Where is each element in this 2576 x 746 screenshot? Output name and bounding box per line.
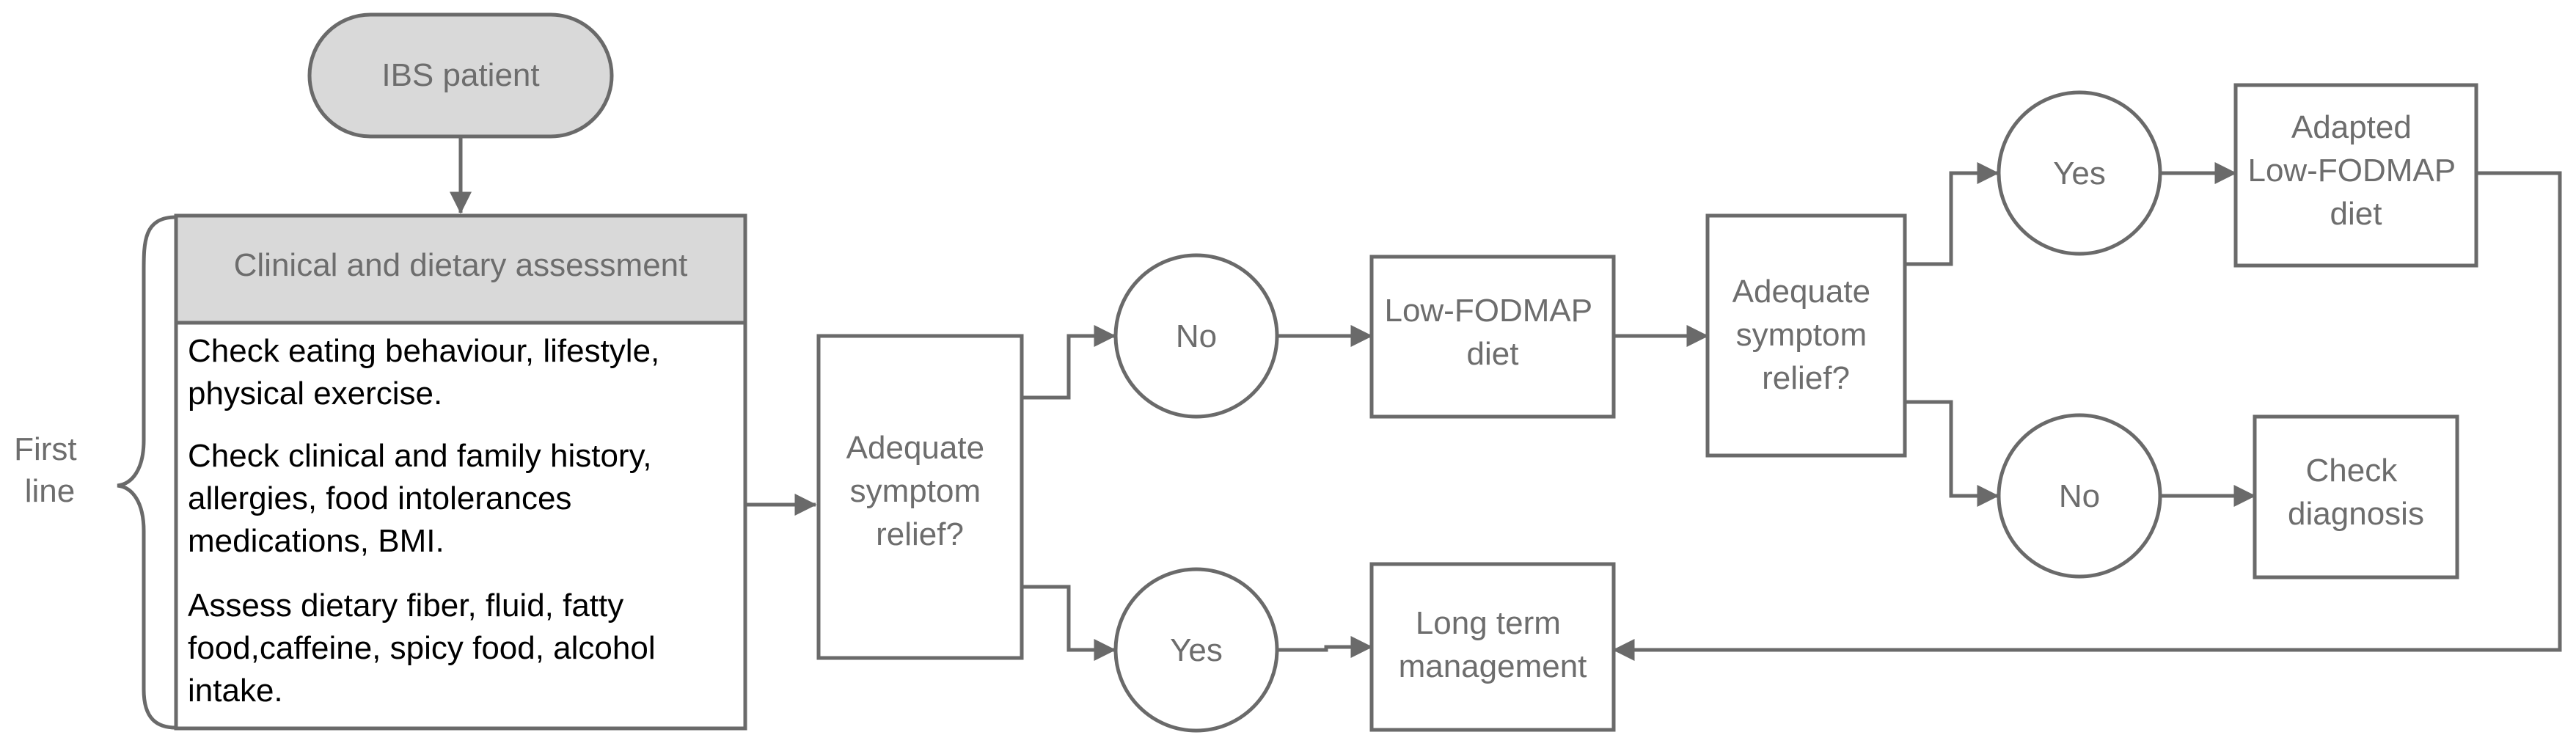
assessment-item-3-line-3: intake. <box>188 673 283 709</box>
connectors <box>450 136 2562 661</box>
adapted-shape <box>2233 83 2478 268</box>
first-line-brace <box>117 215 177 730</box>
edge-decision-1-to-no <box>1022 325 1116 400</box>
assessment-item-2-line-2: allergies, food intolerances <box>188 480 571 516</box>
long-term-node: Long term management <box>1369 562 1616 732</box>
first-line-group: First line <box>14 215 177 730</box>
assessment-header-shape <box>174 213 747 325</box>
check-diagnosis-label: Check diagnosis <box>2288 453 2424 532</box>
no-2-label: No <box>2059 478 2100 514</box>
assessment-item-3-line-1: Assess dietary fiber, fluid, fatty <box>188 588 623 624</box>
start-terminal-shape <box>307 12 614 139</box>
decision-2-line-2: symptom <box>1736 317 1867 353</box>
edge-yes-to-long-term <box>1277 636 1373 658</box>
check-diagnosis-line-2: diagnosis <box>2288 496 2424 532</box>
decision-1-label: Adequate symptom relief? <box>846 430 994 552</box>
no-1-label: No <box>1176 318 1217 354</box>
yes-1-label: Yes <box>1170 632 1223 668</box>
assessment-item-2: Check clinical and family history, aller… <box>188 438 661 559</box>
decision-2-line-3: relief? <box>1762 360 1850 396</box>
long-term-shape <box>1369 562 1616 732</box>
low-fodmap-label: Low-FODMAP diet <box>1384 293 1600 372</box>
low-fodmap-node: Low-FODMAP diet <box>1369 255 1616 419</box>
no-2-shape <box>1997 413 2162 579</box>
start-node: IBS patient <box>307 12 614 139</box>
decision-2-node: Adequate symptom relief? <box>1705 213 1907 458</box>
low-fodmap-line-2: diet <box>1467 336 1519 372</box>
edge-decision-2-to-yes <box>1905 162 1999 266</box>
decision-1-line-3: relief? <box>876 516 964 552</box>
assessment-item-1-line-2: physical exercise. <box>188 376 442 412</box>
low-fodmap-shape <box>1369 255 1616 419</box>
assessment-header: Clinical and dietary assessment <box>234 247 688 283</box>
first-line-label-line-2: line <box>25 473 76 509</box>
no-1-shape <box>1113 253 1279 419</box>
yes-2-shape <box>1997 90 2162 256</box>
no-2-node: No <box>1997 413 2162 579</box>
low-fodmap-line-1: Low-FODMAP <box>1384 293 1592 329</box>
check-diagnosis-line-1: Check <box>2306 453 2398 489</box>
assessment-item-1-line-1: Check eating behaviour, lifestyle, <box>188 333 659 369</box>
assessment-item-3: Assess dietary fiber, fluid, fatty food,… <box>188 588 665 709</box>
adapted-node: Adapted Low-FODMAP diet <box>2233 83 2478 268</box>
yes-1-shape <box>1113 567 1279 733</box>
assessment-item-2-line-1: Check clinical and family history, <box>188 438 652 474</box>
yes-1-node: Yes <box>1113 567 1279 733</box>
assessment-item-3-line-2: food,caffeine, spicy food, alcohol <box>188 630 656 666</box>
decision-2-label: Adequate symptom relief? <box>1732 274 1880 396</box>
start-label: IBS patient <box>381 57 539 93</box>
check-diagnosis-node: Check diagnosis <box>2253 414 2459 579</box>
first-line-label-line-1: First <box>14 431 77 467</box>
adapted-line-3: diet <box>2330 196 2382 232</box>
decision-2-shape <box>1705 213 1907 458</box>
long-term-label: Long term management <box>1399 605 1587 684</box>
assessment-item-1: Check eating behaviour, lifestyle, physi… <box>188 333 669 412</box>
assessment-body-shape <box>174 321 747 731</box>
no-1-node: No <box>1113 253 1279 419</box>
decision-1-line-1: Adequate <box>846 430 984 466</box>
adapted-label: Adapted Low-FODMAP diet <box>2247 109 2464 232</box>
yes-2-node: Yes <box>1997 90 2162 256</box>
decision-2-line-1: Adequate <box>1732 274 1870 310</box>
yes-2-label: Yes <box>2053 156 2106 191</box>
assessment-node: Clinical and dietary assessment Check ea… <box>174 213 747 731</box>
adapted-line-2: Low-FODMAP <box>2247 153 2455 189</box>
assessment-item-2-line-3: medications, BMI. <box>188 523 444 559</box>
first-line-label: First line <box>14 431 86 509</box>
decision-1-node: Adequate symptom relief? <box>816 334 1024 660</box>
adapted-line-1: Adapted <box>2291 109 2412 145</box>
edge-decision-2-to-no <box>1905 400 1999 507</box>
edge-decision-1-to-yes <box>1022 585 1116 661</box>
edge-adapted-to-long-term <box>1612 171 2562 661</box>
decision-1-shape <box>816 334 1024 660</box>
long-term-line-2: management <box>1399 648 1587 684</box>
decision-1-line-2: symptom <box>850 473 981 509</box>
long-term-line-1: Long term <box>1416 605 1561 641</box>
check-diagnosis-shape <box>2253 414 2459 579</box>
